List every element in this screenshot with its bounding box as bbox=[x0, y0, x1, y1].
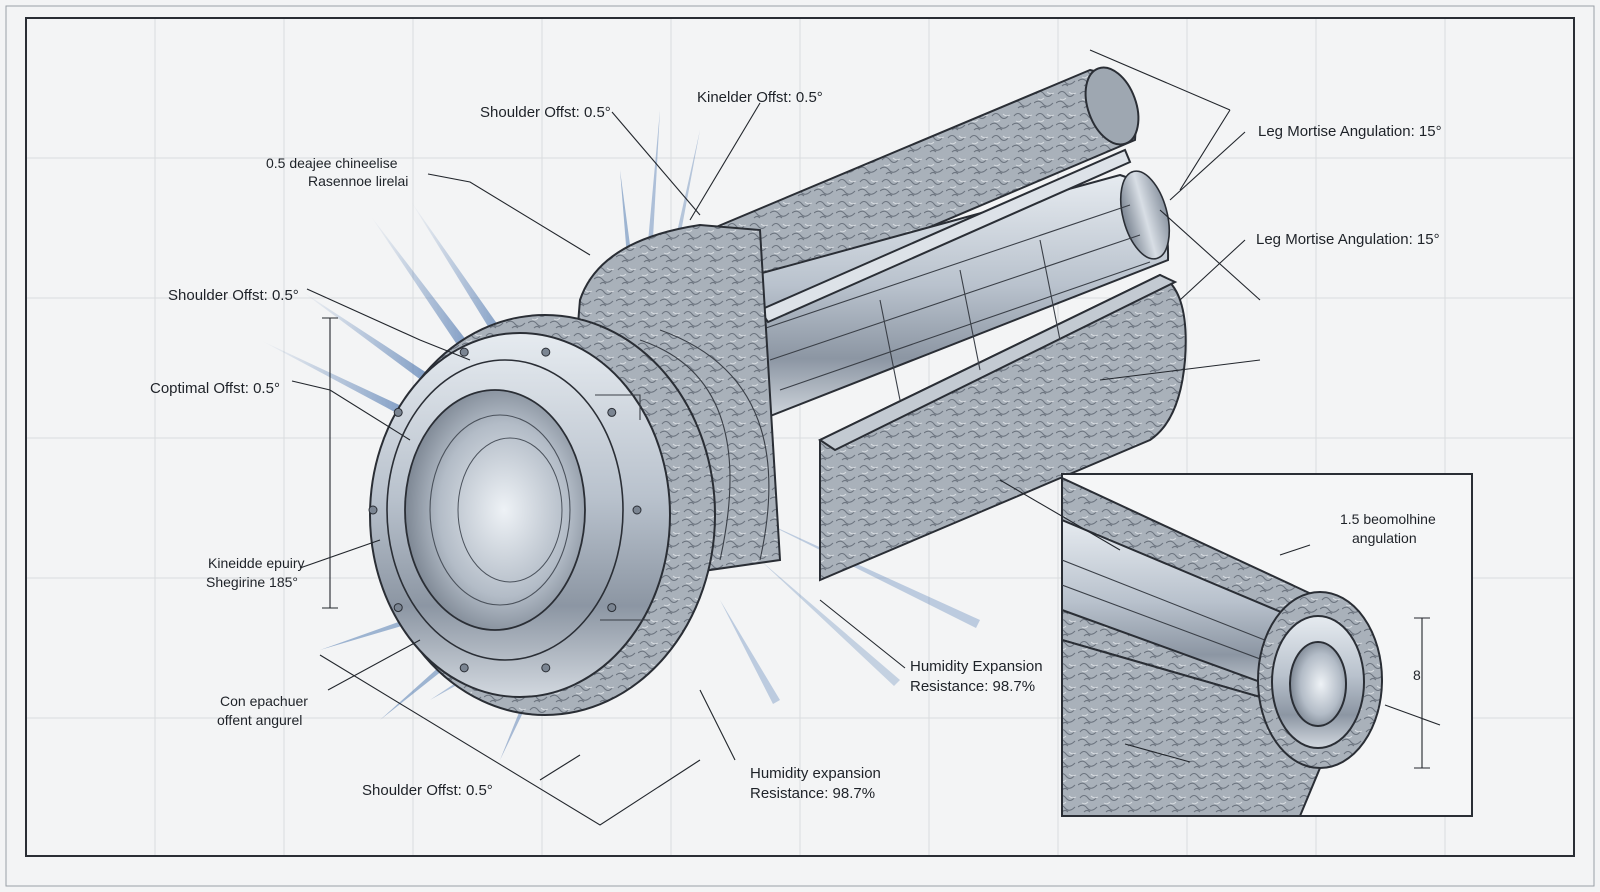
bolt-hole bbox=[607, 603, 617, 613]
inset-detail: 8 1.5 beomolhine angulation bbox=[1061, 473, 1473, 817]
label-leg-mortise-2: Leg Mortise Angulation: 15° bbox=[1256, 231, 1440, 248]
label-con-line1: Con epachuer bbox=[220, 693, 308, 709]
bolt-hole bbox=[368, 505, 378, 515]
bolt-hole bbox=[459, 663, 469, 673]
callout-labels: Shoulder Offst: 0.5° Kinelder Offst: 0.5… bbox=[150, 89, 1442, 802]
bore bbox=[404, 389, 586, 631]
label-shoulder-offset-top: Shoulder Offst: 0.5° bbox=[480, 104, 611, 121]
drawing-border bbox=[25, 17, 1575, 857]
label-shoulder-offset-bottom: Shoulder Offst: 0.5° bbox=[362, 782, 493, 799]
inset-label-line1: 1.5 beomolhine bbox=[1340, 511, 1436, 527]
label-kinelder-offset: Kinelder Offst: 0.5° bbox=[697, 89, 823, 106]
main-assembly bbox=[575, 66, 1187, 582]
inset-dim-label: 8 bbox=[1413, 667, 1421, 683]
bolt-hole bbox=[393, 407, 403, 417]
bolt-hole bbox=[459, 347, 469, 357]
label-humidity-lower-line2: Resistance: 98.7% bbox=[750, 785, 875, 802]
leader-lines bbox=[291, 49, 1261, 826]
bolt-hole bbox=[393, 603, 403, 613]
label-humidity-upper-line1: Humidity Expansion bbox=[910, 658, 1043, 675]
label-optimal-offset: Coptimal Offst: 0.5° bbox=[150, 380, 280, 397]
bolt-hole bbox=[607, 407, 617, 417]
outer-frame bbox=[5, 5, 1595, 887]
label-con-line2: offent angurel bbox=[217, 712, 302, 728]
inset-label-line2: angulation bbox=[1352, 530, 1417, 546]
label-kineside-line1: Kineidde epuiry bbox=[208, 555, 305, 571]
label-humidity-lower-line1: Humidity expansion bbox=[750, 765, 881, 782]
front-flange bbox=[368, 314, 770, 716]
bolt-hole bbox=[632, 505, 642, 515]
outer-shell-bottom bbox=[819, 273, 1187, 582]
label-humidity-upper-line2: Resistance: 98.7% bbox=[910, 678, 1035, 695]
flange-bolts bbox=[368, 347, 642, 673]
label-leg-mortise-1: Leg Mortise Angulation: 15° bbox=[1258, 123, 1442, 140]
bolt-hole bbox=[541, 347, 551, 357]
label-degree-line2: Rasennoe lirelai bbox=[308, 173, 408, 189]
bolt-hole bbox=[541, 663, 551, 673]
label-shoulder-offset-left: Shoulder Offst: 0.5° bbox=[168, 287, 299, 304]
label-degree-line1: 0.5 deajee chineelise bbox=[266, 155, 398, 171]
label-kineside-line2: Shegirine 185° bbox=[206, 574, 298, 590]
